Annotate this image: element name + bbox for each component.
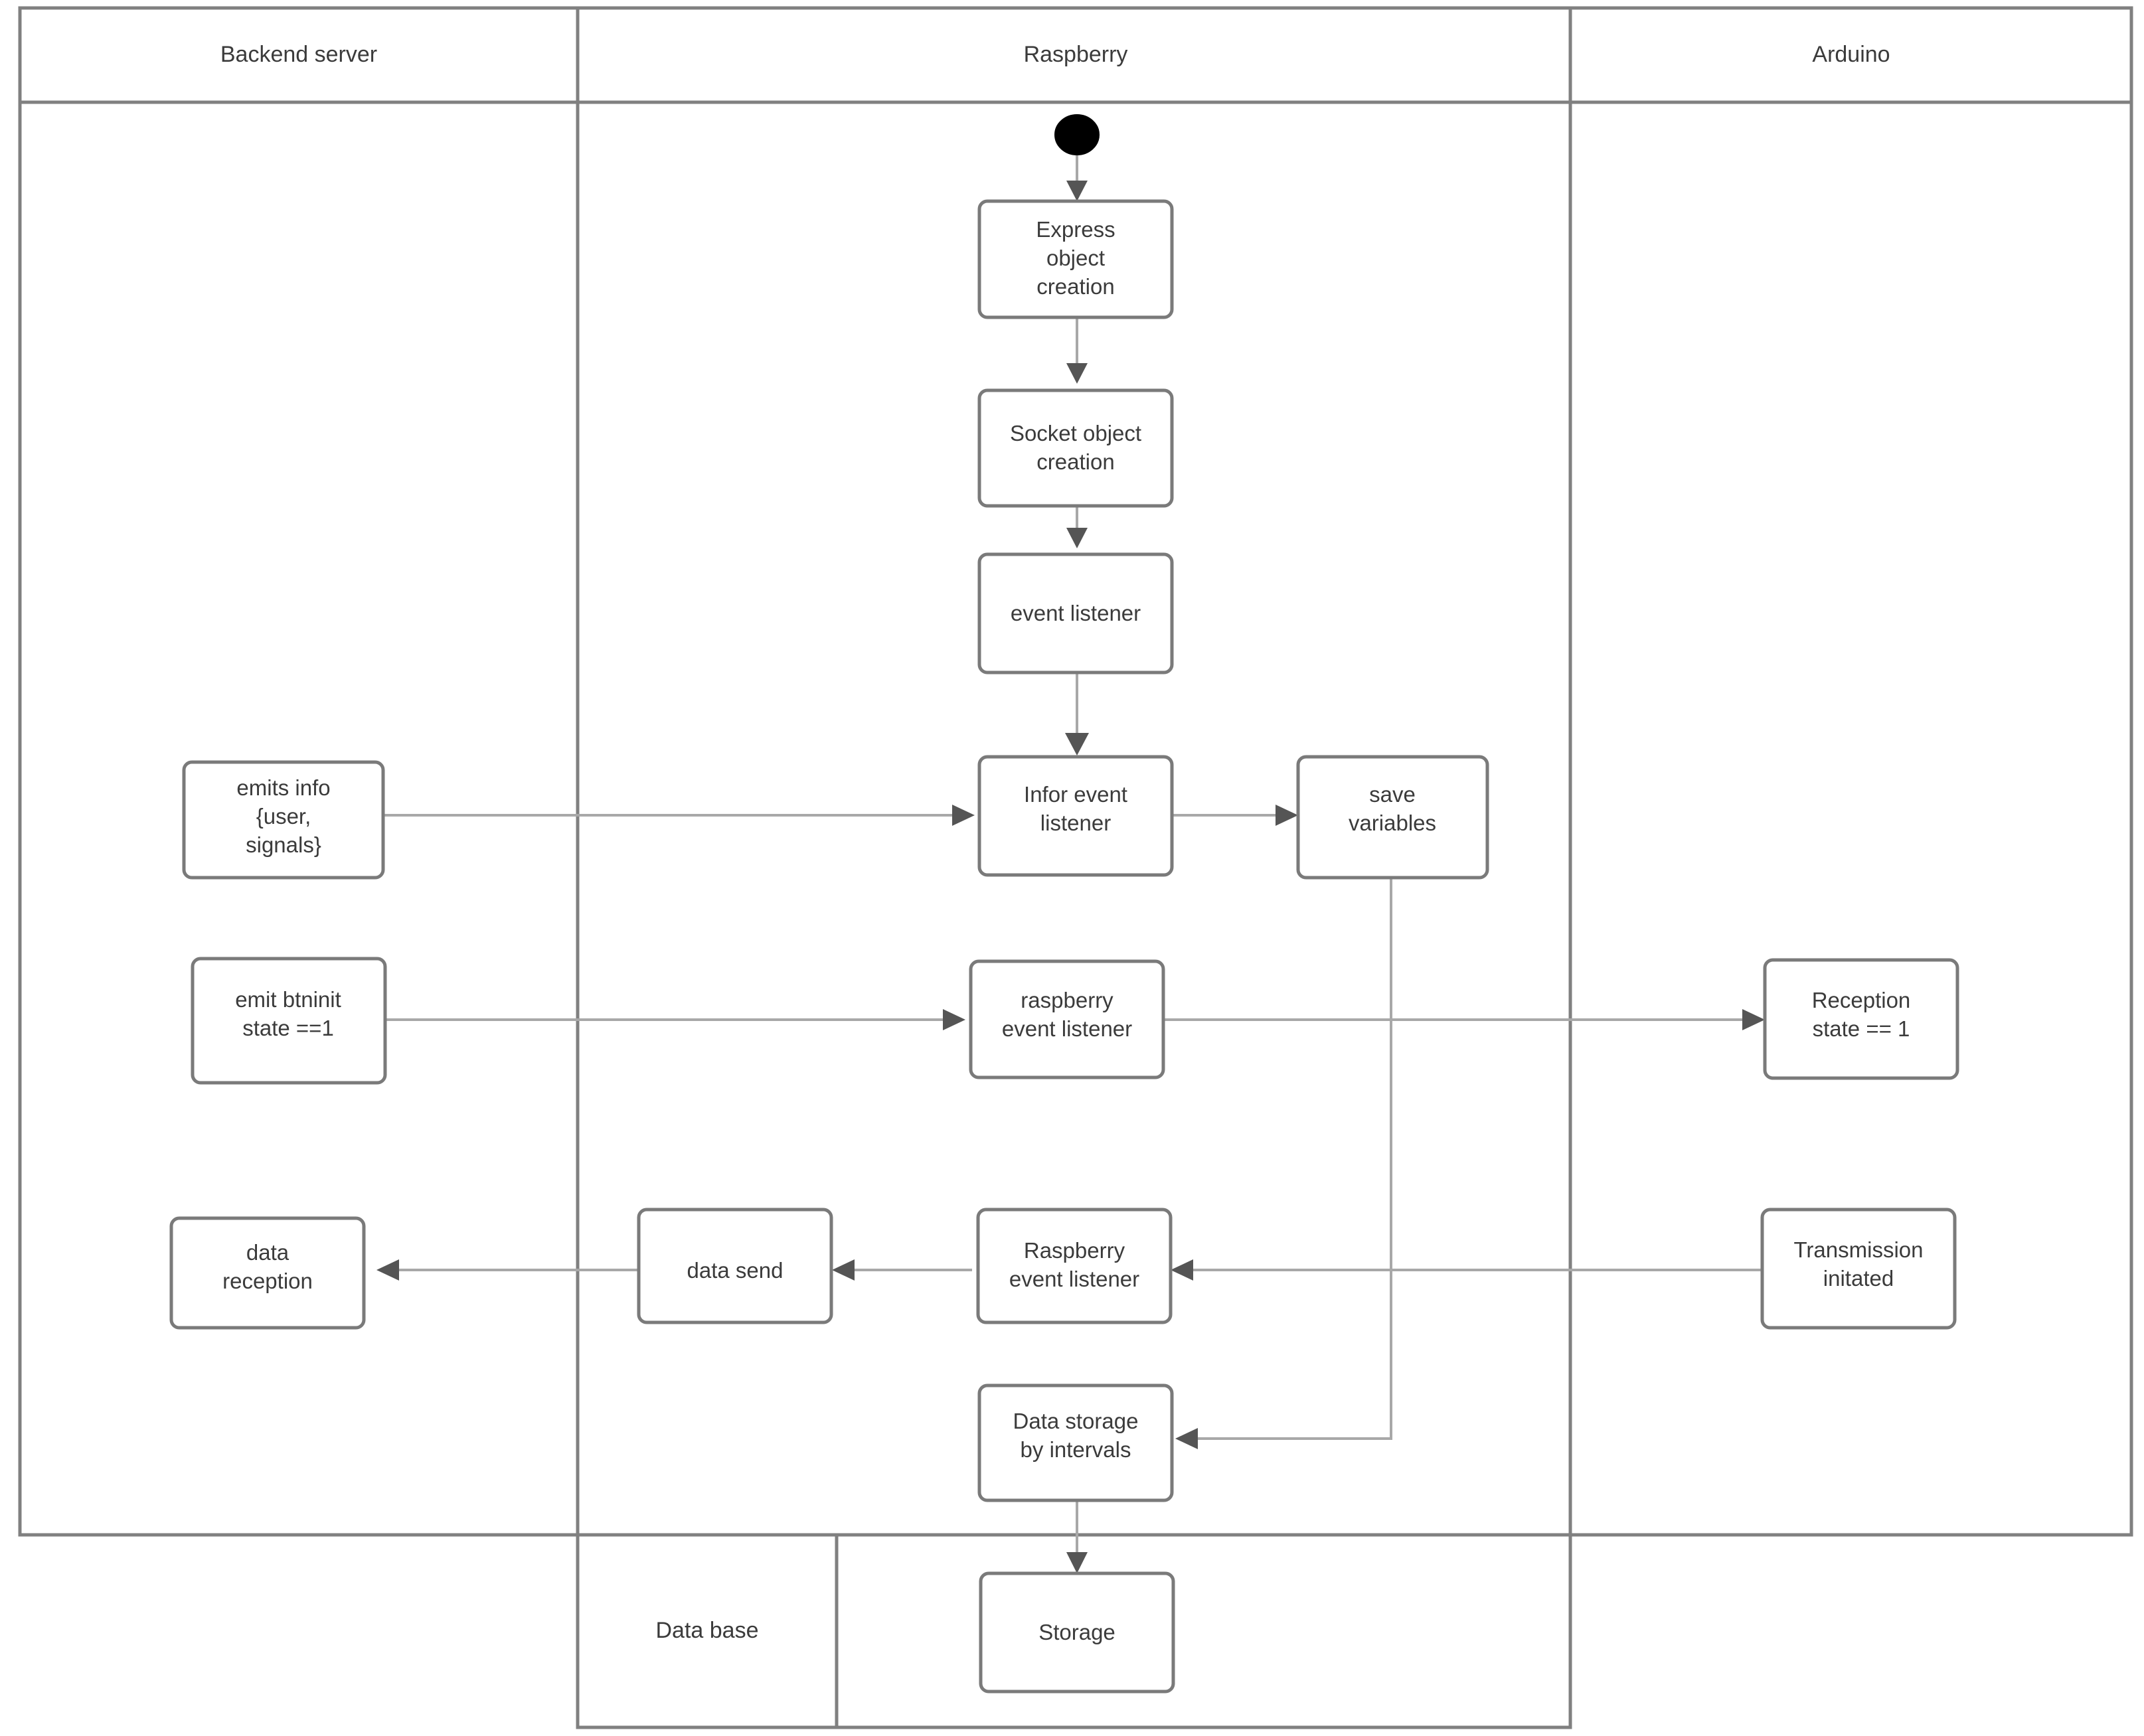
lane-title-backend: Backend server	[220, 42, 377, 67]
node-emits-info[interactable]: emits info {user, signals}	[182, 760, 385, 880]
node-express-object-creation[interactable]: Express object creation	[977, 199, 1174, 319]
node-label-line-1: emits info	[236, 775, 330, 800]
node-reception-state[interactable]: Reception state == 1	[1763, 958, 1959, 1080]
node-data-reception[interactable]: data reception	[169, 1216, 366, 1330]
edge-event-listener-to-infor	[1065, 672, 1089, 755]
node-box	[976, 1208, 1173, 1324]
edge-data-send-to-data-reception	[376, 1259, 639, 1281]
node-initial-start[interactable]	[1054, 114, 1100, 155]
node-label-line-2: reception	[222, 1269, 313, 1293]
node-label-line-3: creation	[1036, 274, 1114, 299]
lane-title-raspberry: Raspberry	[1024, 42, 1128, 67]
node-label-line-2: creation	[1036, 449, 1114, 474]
node-box	[1760, 1208, 1957, 1330]
node-label-line-1: data	[246, 1240, 289, 1265]
node-label-line-2: state == 1	[1813, 1016, 1910, 1041]
lane-title-arduino: Arduino	[1812, 42, 1890, 67]
node-box	[182, 760, 385, 880]
node-box	[169, 1216, 366, 1330]
node-box	[977, 1383, 1174, 1502]
node-label-line-1: Socket object	[1010, 421, 1141, 445]
edge-socket-to-event-listener	[1066, 506, 1088, 548]
node-infor-event-listener[interactable]: Infor event listener	[977, 755, 1174, 877]
node-box	[637, 1208, 833, 1324]
node-data-send[interactable]: data send	[637, 1208, 833, 1324]
node-box	[977, 199, 1174, 319]
swimlane-database[interactable]: Data base	[576, 1533, 1572, 1729]
node-label-line-1: Express	[1036, 217, 1115, 242]
edge-emit-btninit-to-raspberry-listener	[385, 1009, 965, 1030]
node-emit-btninit[interactable]: emit btninit state ==1	[191, 957, 387, 1085]
node-data-storage-by-intervals[interactable]: Data storage by intervals	[977, 1383, 1174, 1502]
edge-layer	[376, 153, 1765, 1573]
node-label-line-2: object	[1046, 246, 1105, 270]
node-box	[977, 755, 1174, 877]
node-box	[191, 957, 387, 1085]
node-save-variables[interactable]: save variables	[1296, 755, 1489, 880]
edge-raspberry-listener-to-reception	[1162, 1009, 1765, 1030]
node-box	[1296, 755, 1489, 880]
node-label-line-1: save	[1369, 782, 1416, 807]
edge-emits-info-to-infor	[383, 805, 975, 826]
node-label-line-3: signals}	[246, 832, 321, 857]
node-label-line-1: Data storage	[1013, 1409, 1139, 1433]
node-label-line-2: event listener	[1002, 1016, 1132, 1041]
node-label-line-2: event listener	[1009, 1267, 1139, 1291]
edge-raspberry-listener-upper-to-data-send	[832, 1259, 972, 1281]
edge-data-storage-to-storage	[1066, 1500, 1088, 1573]
node-label-line-1: Raspberry	[1024, 1238, 1125, 1263]
node-label-line-2: listener	[1040, 811, 1111, 835]
node-label-line-2: by intervals	[1021, 1437, 1131, 1462]
initial-node-icon	[1054, 114, 1100, 155]
node-box	[977, 388, 1174, 508]
node-event-listener[interactable]: event listener	[977, 552, 1174, 674]
node-raspberry-event-listener-lower[interactable]: raspberry event listener	[969, 959, 1165, 1079]
lane-header-database	[576, 1533, 839, 1729]
edge-express-to-socket	[1066, 317, 1088, 384]
node-label-line-2: state ==1	[242, 1016, 334, 1040]
node-box	[979, 1571, 1175, 1694]
lane-header-raspberry	[576, 6, 1572, 104]
node-label-line-2: variables	[1349, 811, 1436, 835]
node-transmission-initated[interactable]: Transmission initated	[1760, 1208, 1957, 1330]
node-box	[1763, 958, 1959, 1080]
node-socket-object-creation[interactable]: Socket object creation	[977, 388, 1174, 508]
node-storage[interactable]: Storage	[979, 1571, 1175, 1694]
lane-body-database	[835, 1533, 1572, 1729]
node-box	[977, 552, 1174, 674]
node-raspberry-event-listener-upper[interactable]: Raspberry event listener	[976, 1208, 1173, 1324]
node-label-line-1: Storage	[1038, 1620, 1115, 1644]
node-label-line-2: {user,	[256, 804, 311, 829]
edge-start-to-express-object-creation	[1066, 153, 1088, 201]
node-label-line-1: Infor event	[1024, 782, 1127, 807]
node-label-line-2: initated	[1823, 1266, 1894, 1291]
lane-title-database: Data base	[656, 1618, 759, 1643]
lane-header-arduino	[1568, 6, 2133, 104]
node-label-line-1: emit btninit	[235, 987, 341, 1012]
node-box	[969, 959, 1165, 1079]
lane-header-backend	[18, 6, 580, 104]
edge-infor-to-save-variables	[1171, 805, 1298, 826]
node-label-line-1: event listener	[1011, 601, 1141, 625]
edge-save-variables-to-data-storage	[1175, 878, 1392, 1449]
node-label-line-1: data send	[687, 1258, 783, 1283]
edge-transmission-to-raspberry-listener-upper	[1171, 1259, 1762, 1281]
node-label-line-1: Reception	[1812, 988, 1911, 1012]
node-label-line-1: raspberry	[1021, 988, 1113, 1012]
node-label-line-1: Transmission	[1794, 1237, 1924, 1262]
